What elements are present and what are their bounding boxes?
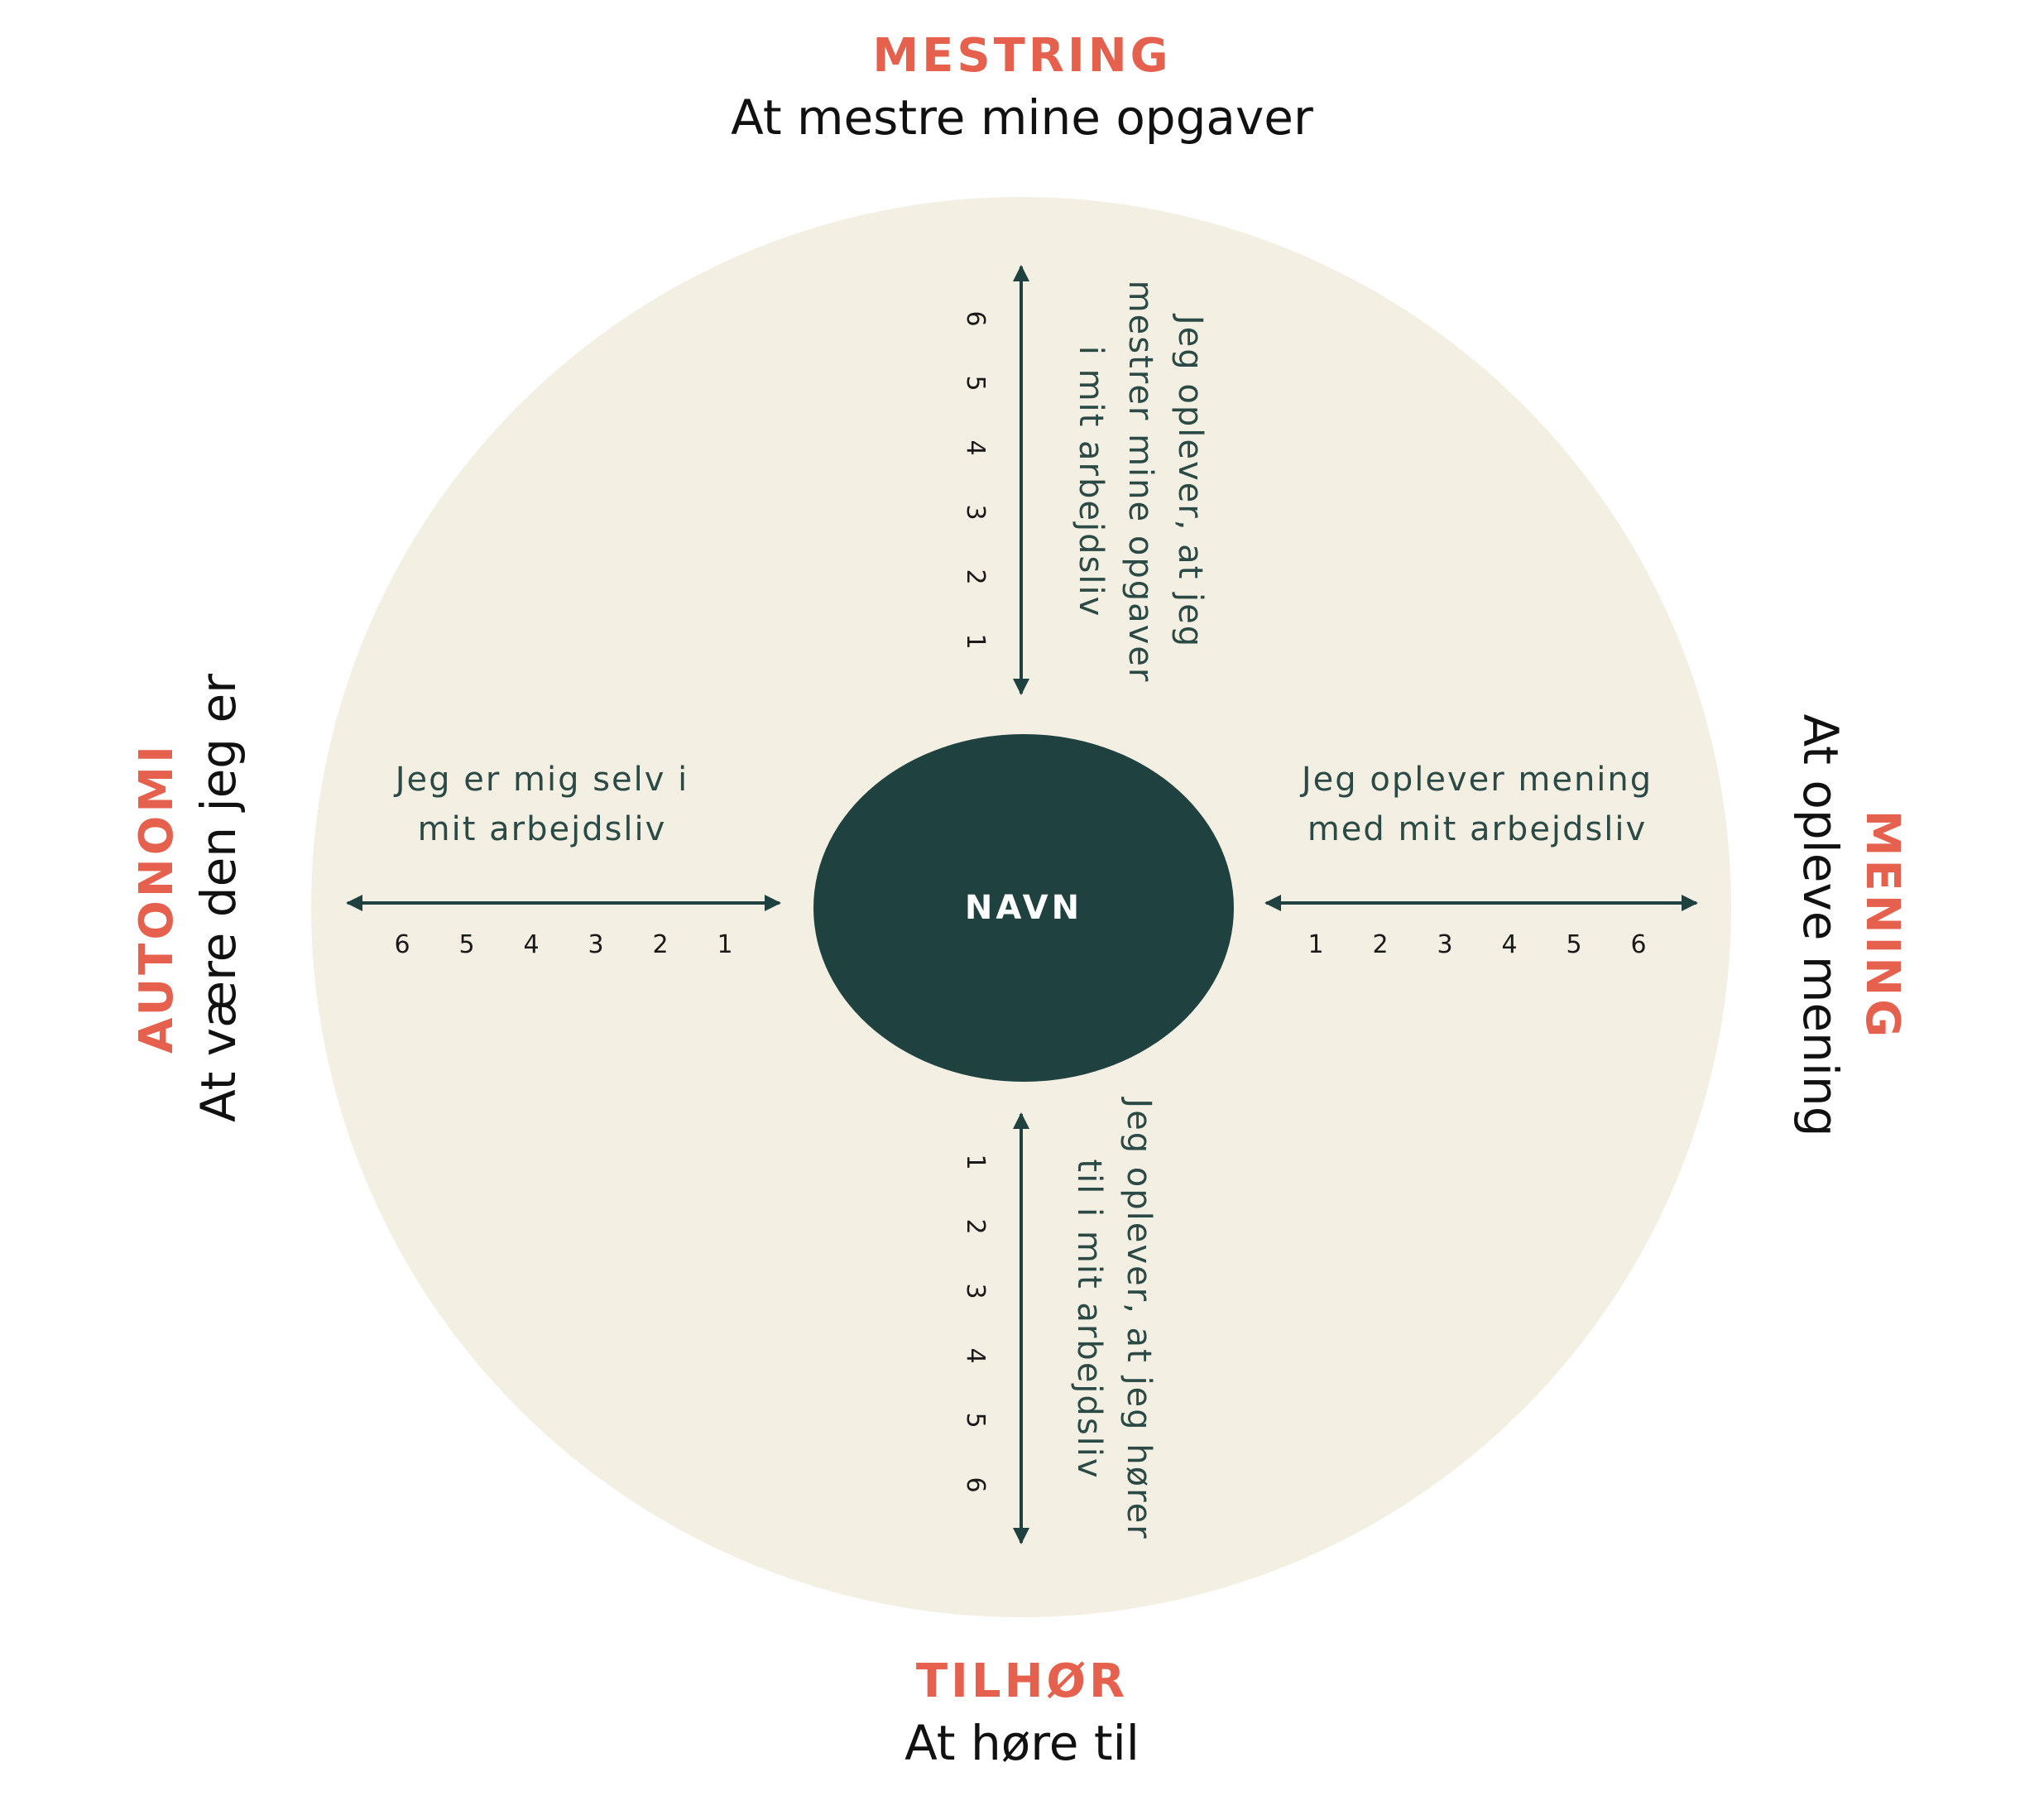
scale-number-top: 3 [961,504,990,521]
scale-number-right: 3 [1437,930,1453,959]
category-subtitle: At mestre mine opgaver [731,89,1313,146]
scale-number-left: 2 [652,930,669,959]
statement-tilhor: Jeg oplever, at jeg hører til i mit arbe… [1064,1098,1164,1539]
category-autonomi: AUTONOMI At være den jeg er [127,674,250,1122]
scale-number-left: 4 [523,930,540,959]
statement-autonomi: Jeg er mig selv i mit arbejdsliv [396,755,689,854]
scale-number-bottom: 4 [961,1347,990,1364]
scale-number-right: 6 [1630,930,1647,959]
scale-number-top: 6 [961,310,990,327]
category-tilhor: TILHØR At høre til [904,1652,1140,1774]
category-mestring: MESTRING At mestre mine opgaver [731,26,1313,149]
scale-number-left: 5 [458,930,475,959]
scale-number-bottom: 1 [961,1154,990,1170]
statement-line: i mit arbejdsliv [1072,345,1110,618]
statement-mening: Jeg oplever mening med mit arbejdsliv [1302,755,1653,854]
scale-number-right: 2 [1372,930,1389,959]
scale-number-top: 2 [961,569,990,585]
category-title: MESTRING [872,29,1172,83]
scale-number-left: 1 [717,930,733,959]
scale-number-right: 1 [1307,930,1324,959]
statement-mestring: Jeg oplever, at jeg mestrer mine opgaver… [1066,281,1215,684]
category-subtitle: At være den jeg er [190,673,247,1123]
scale-number-right: 5 [1566,930,1582,959]
category-title: MENING [1855,809,1909,1041]
center-label: NAVN [964,889,1083,927]
scale-number-bottom: 6 [961,1477,990,1493]
scale-number-bottom: 2 [961,1218,990,1235]
category-mening: MENING At opleve mening [1789,713,1912,1136]
scale-number-right: 4 [1501,930,1518,959]
statement-line: Jeg oplever, at jeg hører [1120,1098,1158,1540]
statement-line: mestrer mine opgaver [1121,280,1159,684]
scale-number-bottom: 5 [961,1412,990,1429]
scale-number-left: 6 [394,930,410,959]
statement-line: Jeg er mig selv i [395,761,689,799]
statement-line: Jeg oplever, at jeg [1171,315,1209,649]
category-subtitle: At opleve mening [1792,713,1849,1137]
statement-line: med mit arbejdsliv [1307,810,1648,848]
scale-number-bottom: 3 [961,1283,990,1299]
category-subtitle: At høre til [904,1715,1140,1771]
category-title: AUTONOMI [130,742,184,1054]
scale-number-top: 5 [961,375,990,391]
statement-line: Jeg oplever mening [1301,761,1653,799]
scale-number-top: 1 [961,633,990,650]
center-name-ellipse: NAVN [813,734,1234,1082]
statement-line: mit arbejdsliv [417,810,667,848]
scale-number-left: 3 [588,930,604,959]
category-title: TILHØR [915,1654,1129,1708]
scale-number-top: 4 [961,439,990,456]
statement-line: til i mit arbejdsliv [1070,1159,1108,1480]
